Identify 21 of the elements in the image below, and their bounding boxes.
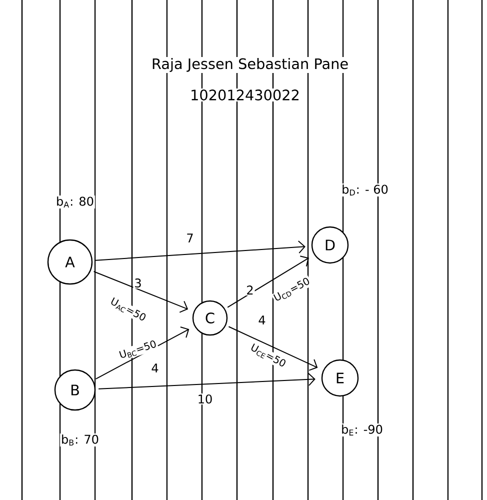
supply-label: b$_{A}$: 80	[55, 196, 95, 208]
capacity-label: U$_{BC}$=50	[117, 338, 159, 362]
arrow	[227, 256, 309, 308]
edge-label: 2	[245, 284, 255, 296]
capacity-label: 102012430022	[189, 88, 301, 102]
supply-label: b$_{B}$: 70	[60, 434, 100, 446]
supply-label: b$_{E}$: -90	[340, 424, 384, 436]
title: Raja Jessen Sebastian Pane	[150, 57, 350, 73]
supply-label: b$_{D}$: - 60	[340, 184, 390, 196]
edge-label: 4	[257, 314, 267, 326]
arrow	[228, 326, 318, 371]
arrow	[95, 240, 306, 261]
capacity-label: U$_{CE}$=50	[248, 342, 288, 370]
edge-label: 3	[133, 277, 143, 289]
arrow	[93, 271, 188, 313]
edge-label: 7	[185, 232, 195, 244]
edge-label: 4	[150, 362, 160, 374]
edge-label: 10	[196, 393, 214, 405]
arrow	[98, 372, 316, 390]
capacity-label: U$_{CD}$=50	[271, 275, 313, 305]
capacity-label: U$_{AC}$=50	[108, 296, 149, 324]
